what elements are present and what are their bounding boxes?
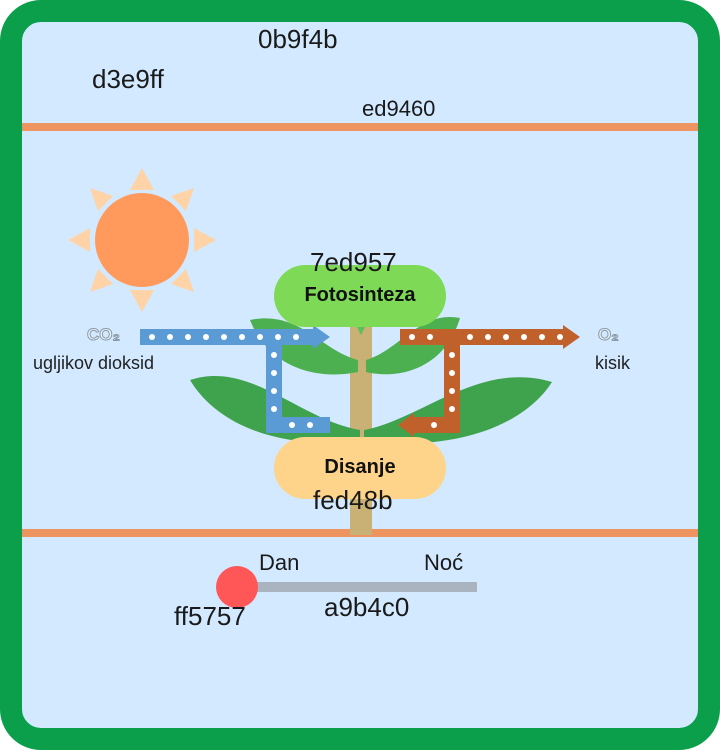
label-background-color: d3e9ff <box>92 64 164 94</box>
o2-formula: O₂ <box>598 325 620 345</box>
label-slider-track-color: a9b4c0 <box>324 592 410 622</box>
divider-top <box>22 123 698 131</box>
slider-knob[interactable] <box>216 566 258 608</box>
label-frame-color: 0b9f4b <box>258 24 338 54</box>
slider-label-day: Dan <box>259 550 300 575</box>
sun-icon <box>68 168 216 312</box>
label-divider-color: ed9460 <box>362 96 436 121</box>
photosynthesis-label: Fotosinteza <box>304 284 416 306</box>
co2-formula: CO₂ <box>86 325 121 345</box>
o2-arrow <box>398 325 580 437</box>
respiration-pill <box>274 437 446 499</box>
respiration-label: Disanje <box>324 456 396 478</box>
co2-name: ugljikov dioksid <box>33 353 155 373</box>
label-photosynthesis-color: 7ed957 <box>310 247 397 277</box>
label-respiration-color: fed48b <box>313 485 393 515</box>
slider-label-night: Noć <box>424 550 464 575</box>
photosynthesis-pill <box>274 265 446 327</box>
o2-name: kisik <box>595 353 630 373</box>
label-slider-knob-color: ff5757 <box>174 601 246 631</box>
slider-track[interactable] <box>237 582 477 592</box>
co2-arrow <box>140 325 330 433</box>
